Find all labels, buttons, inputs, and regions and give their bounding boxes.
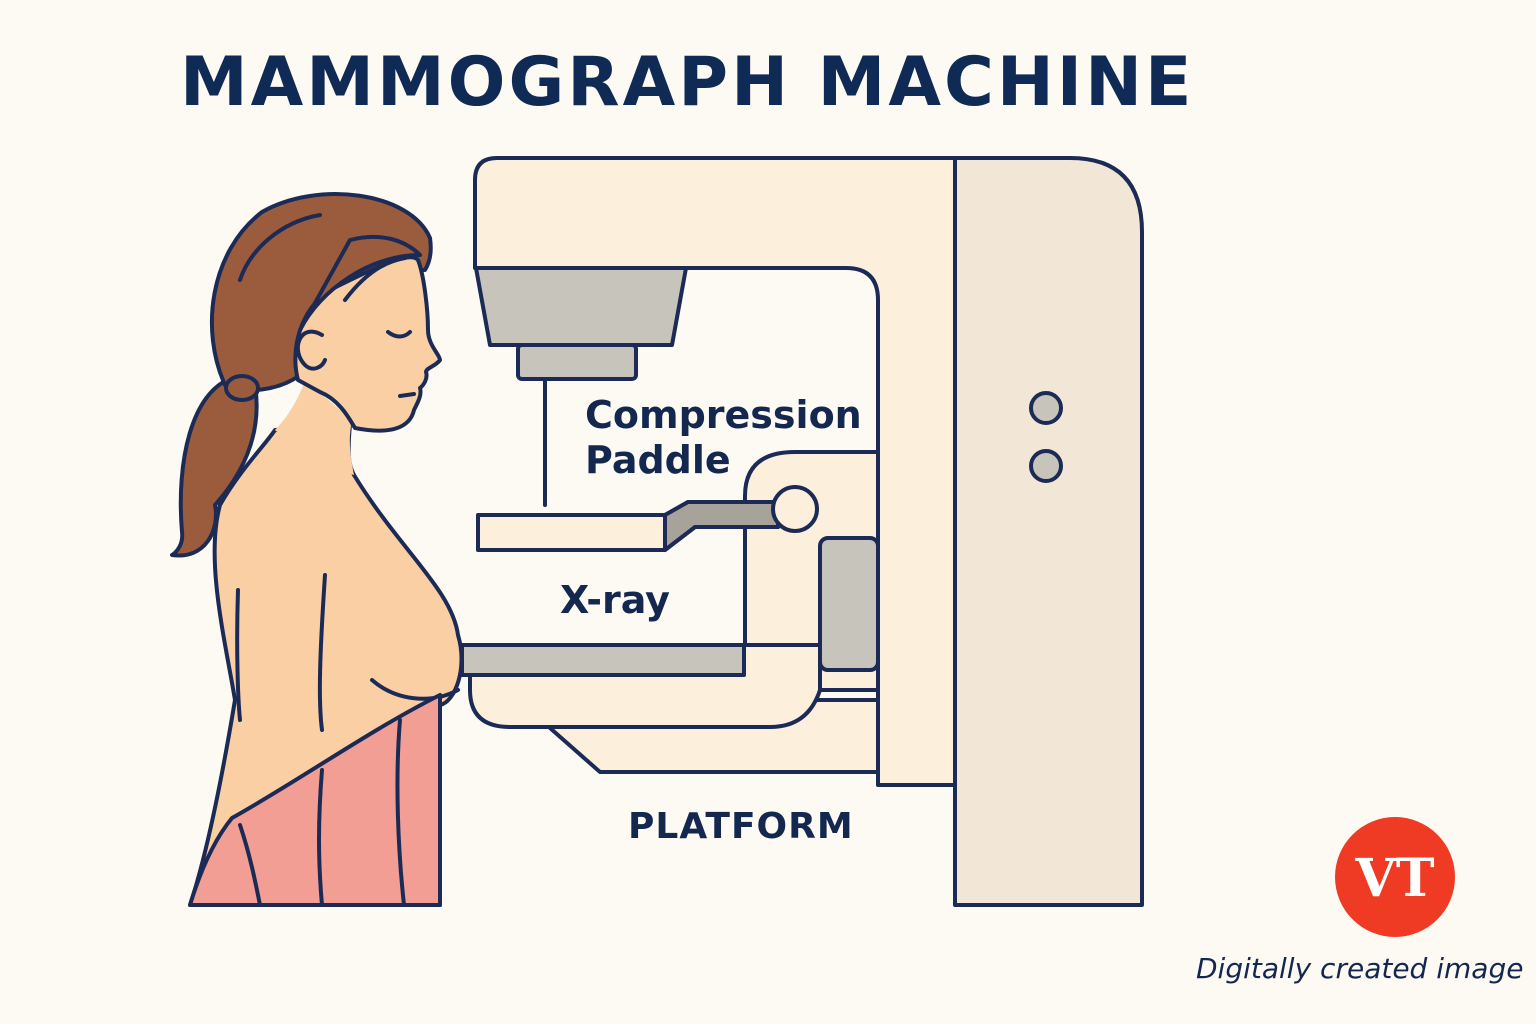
paddle-arm-metal <box>663 500 780 552</box>
woman-hair-fringe <box>298 234 422 332</box>
detector-plate <box>460 643 746 677</box>
woman-arm-line <box>235 588 242 722</box>
towel-fold <box>395 718 406 907</box>
paddle-label-line2: Paddle <box>585 437 731 482</box>
logo-circle <box>1335 817 1455 937</box>
page-title: MAMMOGRAPH MACHINE <box>180 43 1195 122</box>
platform-label: PLATFORM <box>628 806 854 847</box>
woman-ponytail <box>170 376 259 558</box>
vt-logo-icon: VT <box>1335 817 1455 937</box>
paddle-label-line1: Compression <box>585 393 862 437</box>
image-caption: Digitally created image <box>1196 952 1524 985</box>
detector-side-plate <box>818 536 880 672</box>
woman-neck <box>275 380 354 475</box>
logo-text: VT <box>1354 848 1434 909</box>
towel-fold <box>317 768 324 907</box>
xray-label: X-ray <box>560 578 670 622</box>
xray-tube-head <box>474 266 688 347</box>
hair-strand <box>238 213 322 282</box>
machine-c-arm <box>473 156 957 787</box>
hair-tie <box>224 374 260 402</box>
woman-arm-front <box>317 573 327 732</box>
xray-tube-collimator <box>516 343 638 381</box>
woman-breast-line <box>370 678 460 701</box>
compression-paddle-label: Compression Paddle <box>585 393 862 483</box>
control-button-icon <box>1029 391 1063 425</box>
machine-column <box>953 156 1144 907</box>
paddle-knob <box>771 485 819 533</box>
towel-fold <box>238 823 262 907</box>
woman-mouth <box>398 392 416 398</box>
control-button-icon <box>1029 449 1063 483</box>
woman-face <box>293 255 442 433</box>
woman-eye <box>386 330 412 339</box>
hair-strand <box>343 256 407 302</box>
woman-ear <box>295 329 327 371</box>
woman-towel <box>188 693 442 907</box>
